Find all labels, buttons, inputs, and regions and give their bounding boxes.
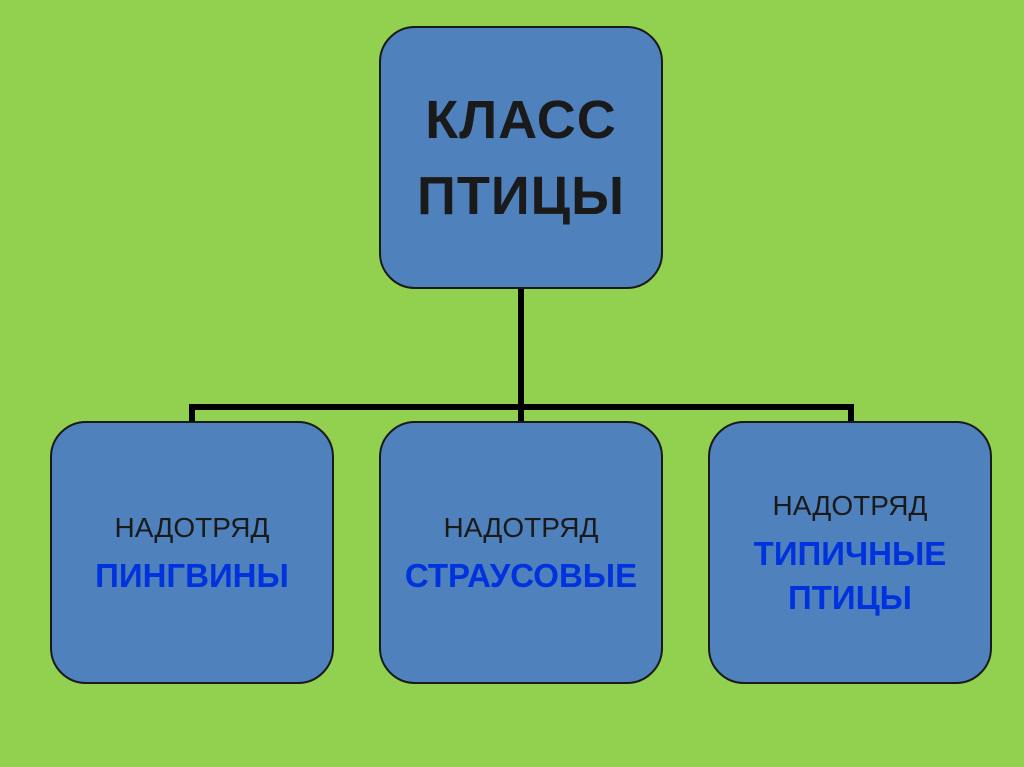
child-node-ratites: НАДОТРЯД СТРАУСОВЫЕ [379,421,663,684]
child-rank-label: НАДОТРЯД [114,511,270,543]
child-taxon-name: ПИНГВИНЫ [95,556,289,594]
child-rank-label: НАДОТРЯД [772,489,928,521]
root-title-line-2: ПТИЦЫ [417,165,625,226]
root-title-line-1: КЛАСС [425,89,617,150]
child-taxon-name-line-1: ТИПИЧНЫЕ [753,534,947,572]
child-node-penguins: НАДОТРЯД ПИНГВИНЫ [50,421,334,684]
child-taxon-name-line-2: ПТИЦЫ [787,578,912,616]
root-node-class-birds: КЛАСС ПТИЦЫ [379,26,663,289]
child-taxon-name: СТРАУСОВЫЕ [404,556,638,594]
child-node-typical-birds: НАДОТРЯД ТИПИЧНЫЕ ПТИЦЫ [708,421,992,684]
child-rank-label: НАДОТРЯД [443,511,599,543]
